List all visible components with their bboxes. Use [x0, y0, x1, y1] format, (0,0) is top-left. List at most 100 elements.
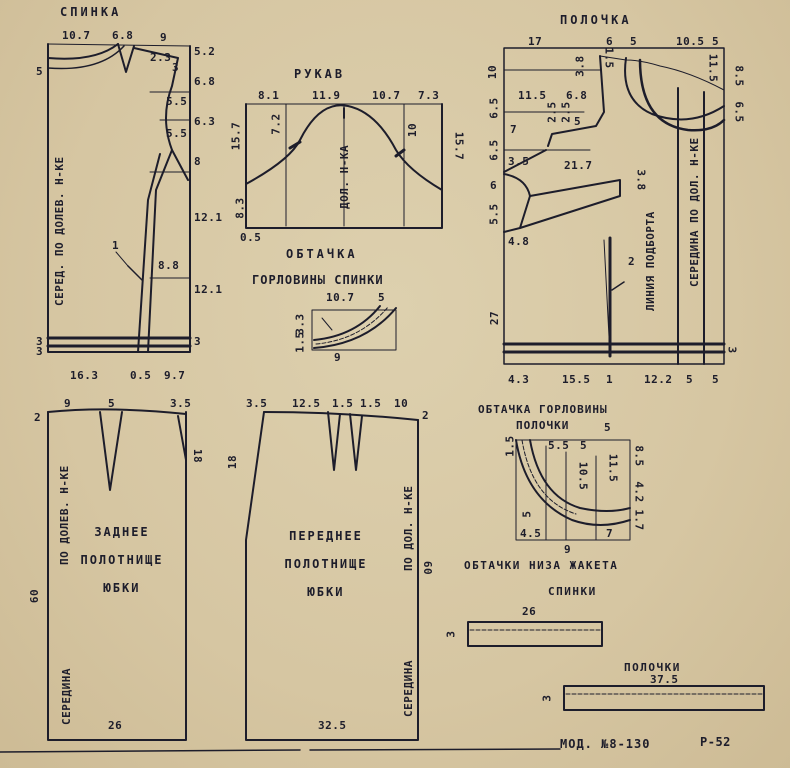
front-skirt-title-3: ЮБКИ: [307, 585, 345, 599]
front-left-dim-3: 6.5: [487, 139, 501, 161]
front-skirt-outline: [245, 411, 419, 741]
front-top-dim-2: 6: [606, 35, 614, 48]
back-skirt-top-dim-1: 9: [64, 397, 72, 410]
back-bodice-outline: [46, 43, 192, 353]
front-neck-facing-dim-9: 1.7: [632, 509, 646, 531]
sleeve-title: РУКАВ: [294, 67, 346, 81]
back-neck-facing-dim-4: 3.3: [293, 313, 307, 335]
hem-back-height: 3: [444, 630, 458, 638]
back-neck-facing-outline: [311, 305, 397, 351]
back-skirt-outline: [47, 408, 187, 741]
back-bodice-title: СПИНКА: [60, 5, 122, 19]
back-right-dim-3: 6.3: [194, 115, 216, 128]
front-left-dim-6: 27: [488, 310, 502, 326]
sleeve-bottom-dim-1: 8.3: [233, 197, 247, 219]
front-inner-dim-9: 3.5: [508, 155, 530, 168]
front-neck-facing-dim-12: 7: [606, 527, 614, 540]
front-right-dim-2: 8.5: [732, 65, 746, 87]
front-skirt-bottom-dim: 32.5: [318, 719, 347, 732]
front-bottom-dim-3: 1: [606, 373, 614, 386]
front-skirt-center-label: СЕРЕДИНА: [402, 660, 415, 717]
back-skirt-left-dim: 60: [28, 588, 42, 604]
sleeve-side-dim-2: 7.2: [269, 113, 283, 135]
front-center-label: СЕРЕДИНА ПО ДОЛ. Н-КЕ: [688, 137, 701, 287]
back-left-dim-2: 3: [36, 335, 44, 348]
back-bottom-dim-1: 16.3: [70, 369, 99, 382]
front-neck-facing-dim-8: 4.2: [632, 481, 646, 503]
front-neck-facing-dim-6: 11.5: [606, 453, 620, 483]
front-skirt-title-2: ПОЛОТНИЩЕ: [284, 557, 368, 571]
front-bodice-outline: [502, 47, 726, 365]
front-neck-facing-dim-4: 5: [580, 439, 588, 452]
hem-facings-title-1: ОБТАЧКИ НИЗА ЖАКЕТА: [464, 559, 619, 572]
model-number: МОД. №8-130: [560, 737, 651, 751]
hem-facings-title-2: СПИНКИ: [548, 585, 597, 598]
front-inner-dim-4: 6.8: [566, 89, 588, 102]
front-dart-number: 2: [628, 255, 636, 268]
back-neck-facing-title-1: ОБТАЧКА: [286, 247, 358, 261]
sleeve-top-dim-2: 11.9: [312, 89, 341, 102]
front-neck-facing-dim-10: 4.5: [520, 527, 542, 540]
front-skirt-grain-label: ПО ДОЛ. Н-КЕ: [402, 485, 415, 571]
page-number: Р-52: [700, 735, 731, 749]
back-inner-dim-5: 8.8: [158, 259, 180, 272]
hem-facings-outline: [467, 621, 765, 711]
front-neck-facing-dim-7: 8.5: [632, 445, 646, 467]
back-skirt-right-dim: 18: [191, 448, 205, 464]
back-bottom-dim-3: 9.7: [164, 369, 186, 382]
back-right-dim-5: 12.1: [194, 211, 223, 224]
front-inner-dim-7: 5: [574, 115, 582, 128]
front-skirt-top-dim-1: 3.5: [246, 397, 268, 410]
back-neck-facing-title-2: ГОРЛОВИНЫ СПИНКИ: [252, 273, 384, 287]
front-right-dim-3: 6.5: [732, 101, 746, 123]
back-neck-facing-dim-5: 9: [334, 351, 342, 364]
front-skirt-left-dim: 18: [226, 454, 240, 470]
front-top-dim-5: 5: [712, 35, 720, 48]
back-right-dim-2: 6.8: [194, 75, 216, 88]
back-right-dim-7: 3: [194, 335, 202, 348]
front-right-dim-1: 11.5: [706, 53, 720, 83]
front-fold-label: ЛИНИЯ ПОДБОРТА: [644, 211, 657, 311]
sleeve-outline: [245, 103, 443, 229]
sleeve-top-dim-4: 7.3: [418, 89, 440, 102]
sleeve-side-dim-4: 15.7: [452, 131, 466, 161]
front-bottom-dim-6: 5: [712, 373, 720, 386]
back-neck-facing-dim-1: 10.7: [326, 291, 355, 304]
front-inner-dim-5: 2.5: [545, 101, 559, 123]
back-dart-number: 1: [112, 239, 120, 252]
back-neck-facing-dim-2: 5: [378, 291, 386, 304]
front-neck-facing-title-2: ПОЛОЧКИ: [516, 419, 570, 432]
front-left-dim-7: 3: [725, 346, 739, 354]
front-top-dim-1: 17: [528, 35, 543, 48]
front-skirt-top-dim-5: 10: [394, 397, 409, 410]
front-skirt-top-dim-4: 1.5: [360, 397, 382, 410]
back-center-label: СЕРЕД. ПО ДОЛЕВ. Н-КЕ: [53, 156, 66, 306]
front-neck-facing-title-1: ОБТАЧКА ГОРЛОВИНЫ: [478, 403, 608, 416]
hem-back-width: 26: [522, 605, 537, 618]
front-left-dim-2: 6.5: [487, 97, 501, 119]
front-inner-dim-2: 1.5: [602, 47, 616, 69]
front-left-dim-1: 10: [486, 64, 500, 80]
sleeve-center-label: ДОЛ. Н-КА: [338, 144, 351, 209]
front-neck-facing-dim-11: 9: [564, 543, 572, 556]
front-inner-dim-6: 2.5: [559, 101, 573, 123]
back-skirt-bottom-dim: 26: [108, 719, 123, 732]
front-neck-facing-dim-1: 5: [604, 421, 612, 434]
front-skirt-top-dim-2: 12.5: [292, 397, 321, 410]
front-neck-facing-outline: [515, 439, 631, 541]
sleeve-side-dim-1: 15.7: [229, 121, 243, 151]
front-neck-facing-dim-3: 5.5: [548, 439, 570, 452]
back-right-dim-6: 12.1: [194, 283, 223, 296]
hem-front-width: 37.5: [650, 673, 679, 686]
front-bottom-dim-2: 15.5: [562, 373, 591, 386]
sleeve-side-dim-3: 10: [406, 122, 420, 138]
back-top-dim-2: 6.8: [112, 29, 134, 42]
front-skirt-title-1: ПЕРЕДНЕЕ: [289, 529, 363, 543]
front-left-dim-5: 5.5: [487, 203, 501, 225]
front-inner-dim-3: 11.5: [518, 89, 547, 102]
back-skirt-top-dim-4: 2: [34, 411, 42, 424]
back-top-dim-1: 10.7: [62, 29, 91, 42]
front-neck-facing-dim-5: 10.5: [576, 461, 590, 491]
